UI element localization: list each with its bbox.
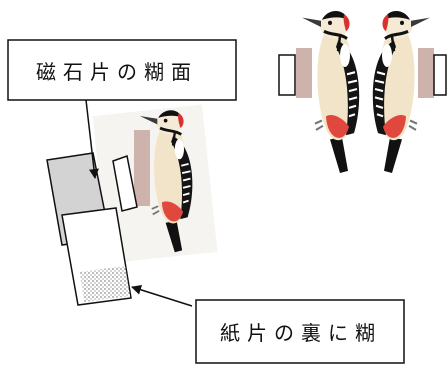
glue-area (80, 266, 130, 302)
mirrored-woodpecker-pair (278, 9, 447, 175)
label-paper-back-glue: 紙片の裏に糊 (220, 321, 382, 345)
paper-piece (61, 207, 132, 306)
arrow-to-magnet-piece (85, 99, 99, 179)
arrow-to-glue-area (131, 284, 193, 307)
branch-piece-right (418, 48, 434, 98)
center-woodpecker-cutout (92, 104, 218, 264)
tab-slot-left (278, 54, 296, 96)
branch-piece-center (134, 130, 150, 206)
label-box-magnet-glue-side: 磁石片の糊面 (7, 39, 237, 101)
label-magnet-glue-side: 磁石片の糊面 (36, 60, 198, 84)
tab-slot-right (433, 54, 447, 96)
label-box-paper-back-glue: 紙片の裏に糊 (195, 299, 405, 364)
branch-piece-left (296, 48, 312, 98)
tab-slot-center (112, 155, 138, 212)
